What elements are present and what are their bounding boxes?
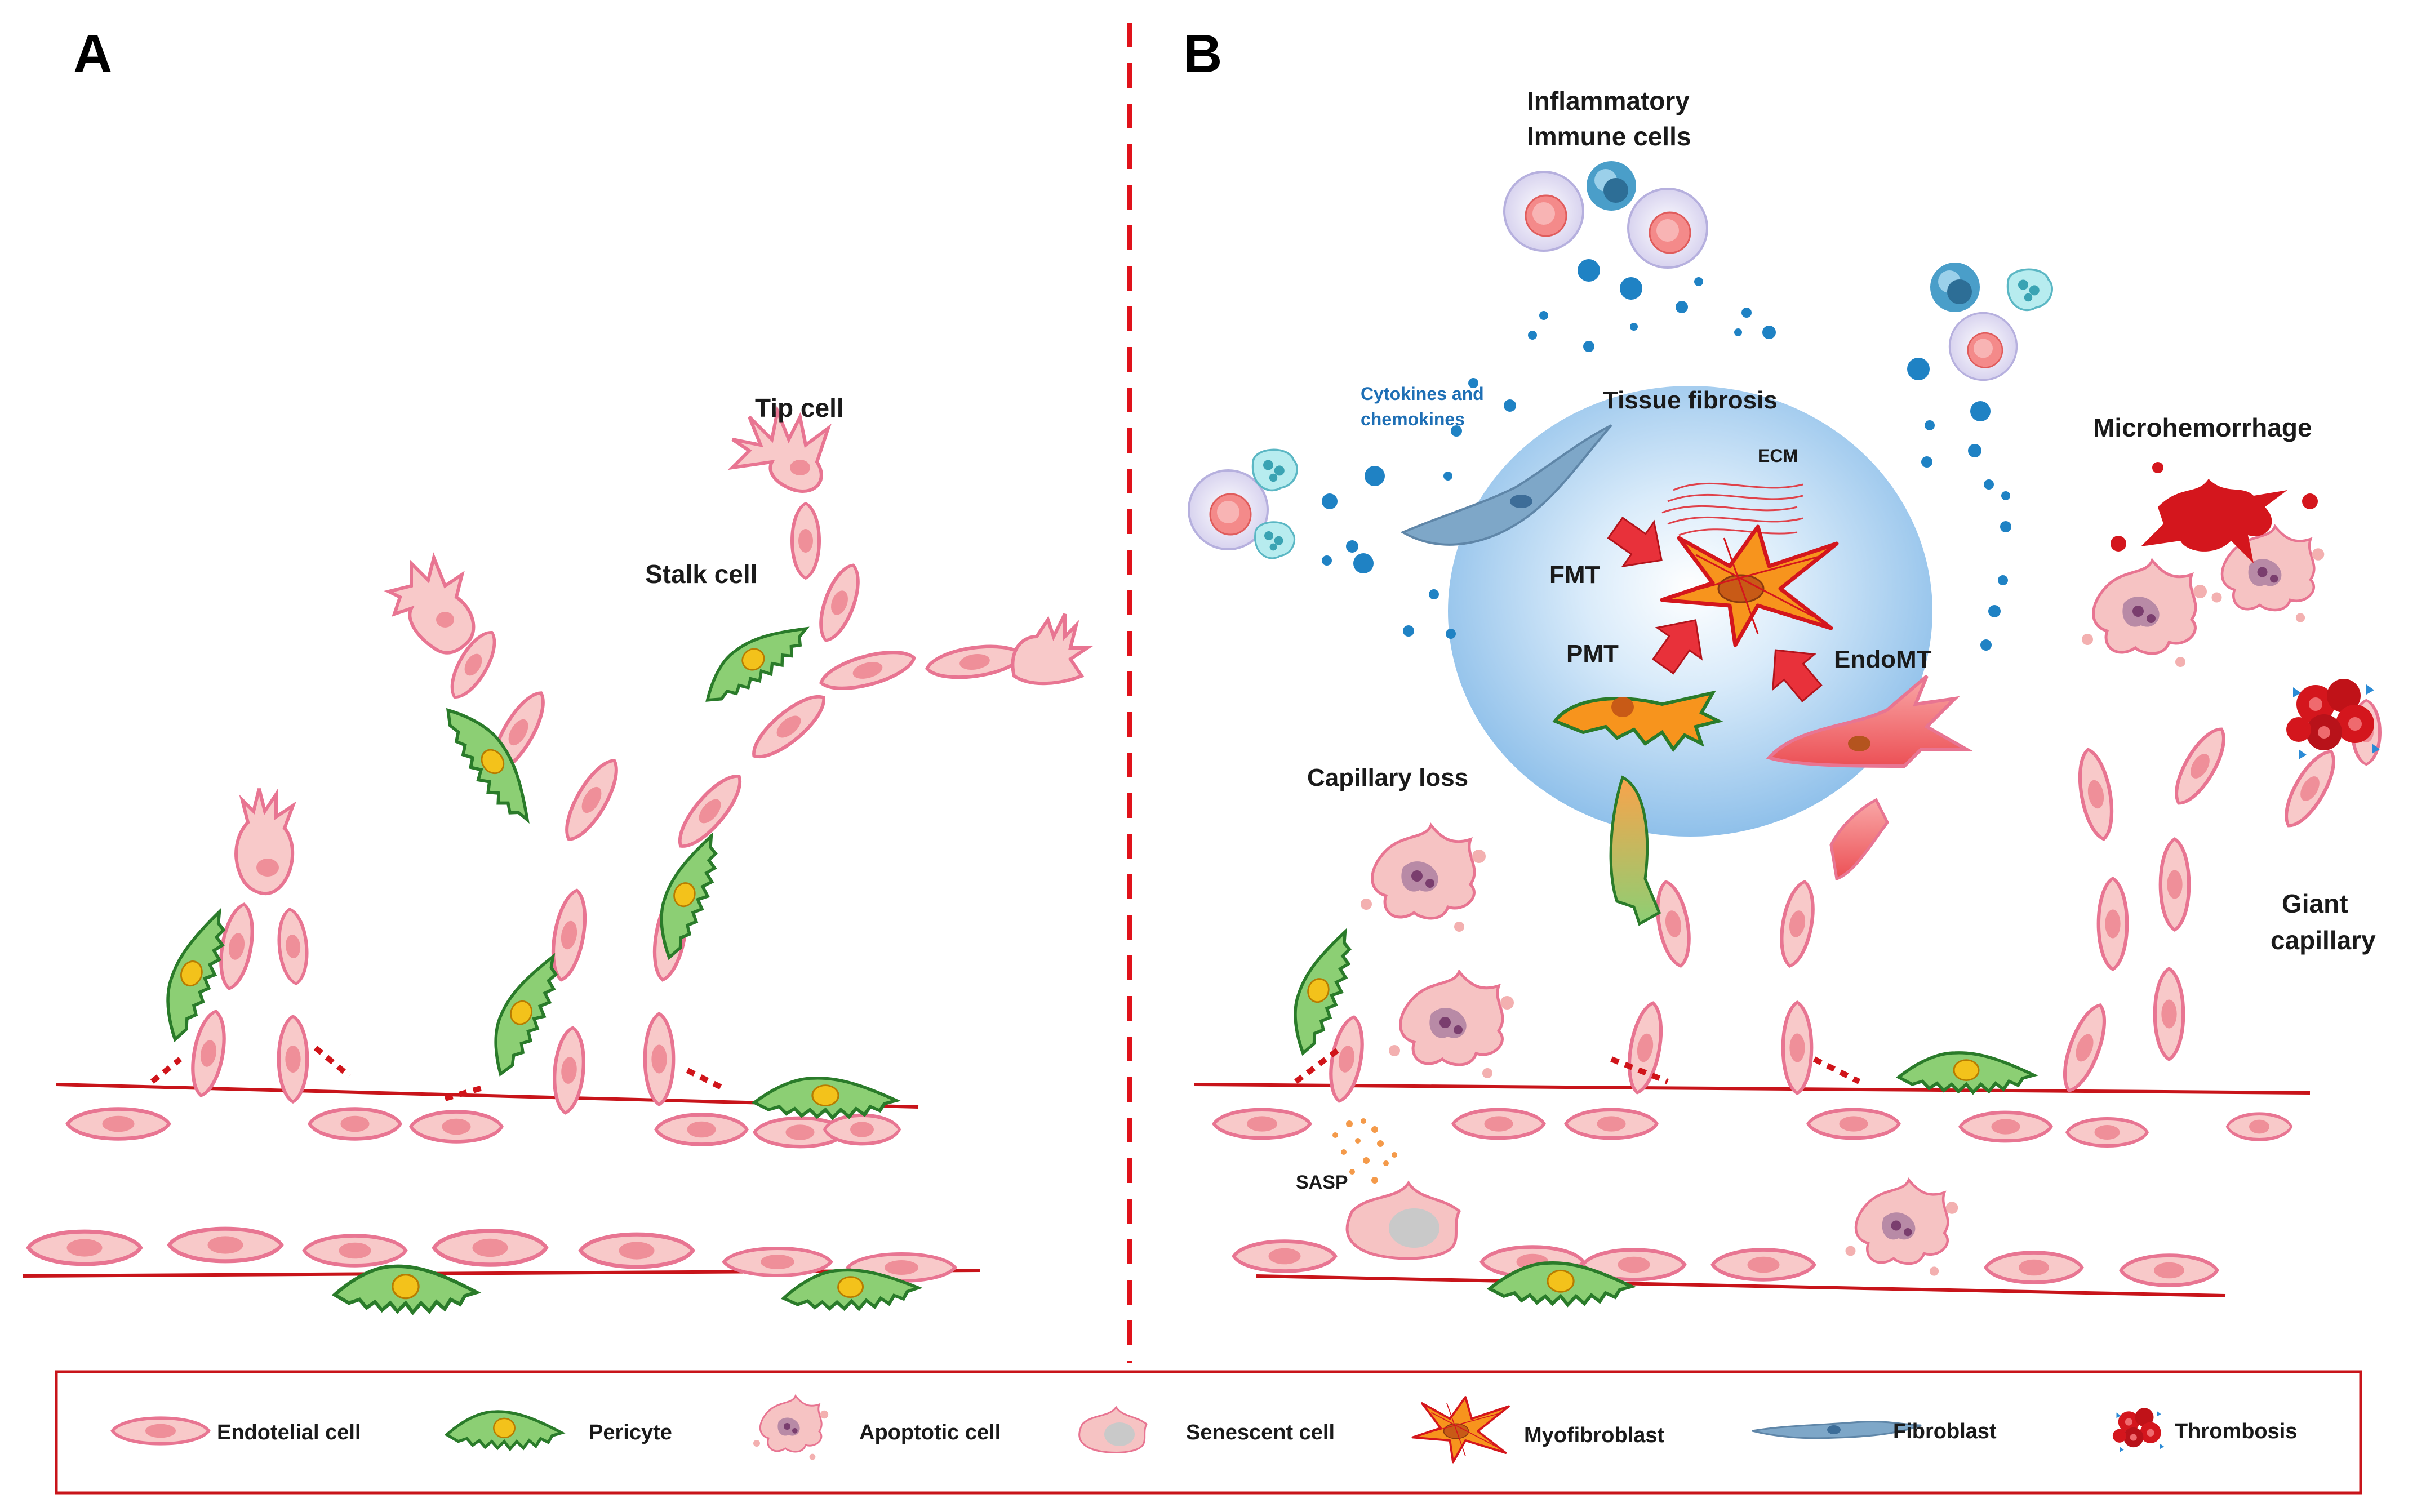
endomt-label: EndoMT [1834, 646, 1932, 673]
inflammatory-label-2: Immune cells [1527, 122, 1691, 151]
cytokines-label-1: Cytokines and [1361, 384, 1484, 404]
immune-cell-8 [2006, 268, 2054, 312]
apoptotic-giant-1 [2082, 561, 2207, 667]
pericyte-upper-b [1899, 1053, 2034, 1092]
immune-cell-3 [1627, 188, 1708, 269]
immune-cell-9 [1948, 312, 2018, 381]
immune-cell-6 [1254, 521, 1296, 559]
ecm-fibers [1661, 482, 1803, 536]
inflammatory-label-1: Inflammatory [1527, 86, 1690, 115]
sasp-label: SASP [1296, 1172, 1348, 1193]
immune-cell-2 [1587, 161, 1636, 211]
legend-endothelial-label: Endotelial cell [217, 1421, 361, 1444]
senescent-cell-sasp [1347, 1183, 1459, 1258]
ecm-label: ECM [1758, 446, 1798, 466]
legend: Endotelial cell Pericyte Apoptotic cell … [55, 1370, 2362, 1495]
legend-fibroblast-label: Fibroblast [1893, 1420, 1997, 1443]
pericyte-transition [1552, 690, 1723, 753]
microhemorrhage-label: Microhemorrhage [2093, 413, 2312, 442]
basement-membrane-lower-b [1256, 1274, 2226, 1297]
junction-gaps-b [1294, 1046, 1861, 1084]
legend-senescent-label: Senescent cell [1186, 1421, 1335, 1444]
basement-membrane-lower [22, 1269, 981, 1278]
legend-apoptotic-label: Apoptotic cell [859, 1421, 1001, 1444]
legend-thrombosis-label: Thrombosis [2175, 1420, 2297, 1443]
panel-a-letter: A [73, 24, 112, 84]
capillary-loss-label: Capillary loss [1307, 764, 1468, 791]
giant-capillary-label-1: Giant [2282, 889, 2348, 918]
pericyte-upper-right [754, 1078, 896, 1118]
apoptotic-cell-2 [1389, 972, 1514, 1078]
apoptotic-cell-1 [1361, 825, 1486, 932]
immune-cell-7 [1930, 263, 1980, 312]
endothelial-transition-nucleus [1848, 736, 1870, 751]
pmt-label: PMT [1566, 640, 1619, 668]
junction-gaps-a2 [444, 1084, 486, 1101]
capillary-loss-sprouts [1325, 798, 1889, 1104]
cytokines-label-2: chemokines [1361, 409, 1465, 429]
panel-b: Inflammatory Immune cells Cytokines and … [1188, 86, 2380, 1305]
panel-a: Tip cell Stalk cell [22, 393, 1093, 1314]
cytokine-dots [1322, 259, 2011, 651]
sasp-particles [1332, 1118, 1397, 1184]
basement-membrane-upper-b [1194, 1083, 2311, 1095]
sprout-middle [384, 552, 627, 1114]
panel-b-letter: B [1183, 24, 1222, 84]
endothelial-transition [1766, 674, 1973, 768]
microhemorrhage-blot [2141, 479, 2287, 563]
pericyte-stalk [694, 610, 816, 713]
fmt-label: FMT [1549, 561, 1601, 589]
pericyte-detaching [1609, 775, 1661, 926]
tissue-fibrosis-halo [1448, 386, 1932, 837]
junction-gaps-a1 [150, 1046, 352, 1084]
tip-cell-label: Tip cell [755, 393, 844, 423]
sprout-y-branch [645, 405, 1093, 1105]
junction-gaps-a3 [686, 1068, 723, 1090]
legend-pericyte-label: Pericyte [589, 1421, 672, 1444]
tissue-fibrosis-label: Tissue fibrosis [1603, 386, 1778, 414]
legend-myofibroblast-label: Myofibroblast [1524, 1424, 1664, 1447]
sprout-left [187, 788, 310, 1102]
immune-cell-1 [1503, 171, 1584, 252]
apoptotic-cell-lower [1846, 1180, 1958, 1276]
upper-vessel-cells [68, 1109, 900, 1147]
legend-endothelial-icon [113, 1418, 209, 1444]
giant-capillary-label-2: capillary [2271, 926, 2376, 955]
stalk-cell-label: Stalk cell [645, 559, 757, 589]
pericyte-transition-nucleus [1611, 697, 1634, 717]
immune-cell-5 [1251, 448, 1299, 492]
legend-border [55, 1370, 2362, 1495]
